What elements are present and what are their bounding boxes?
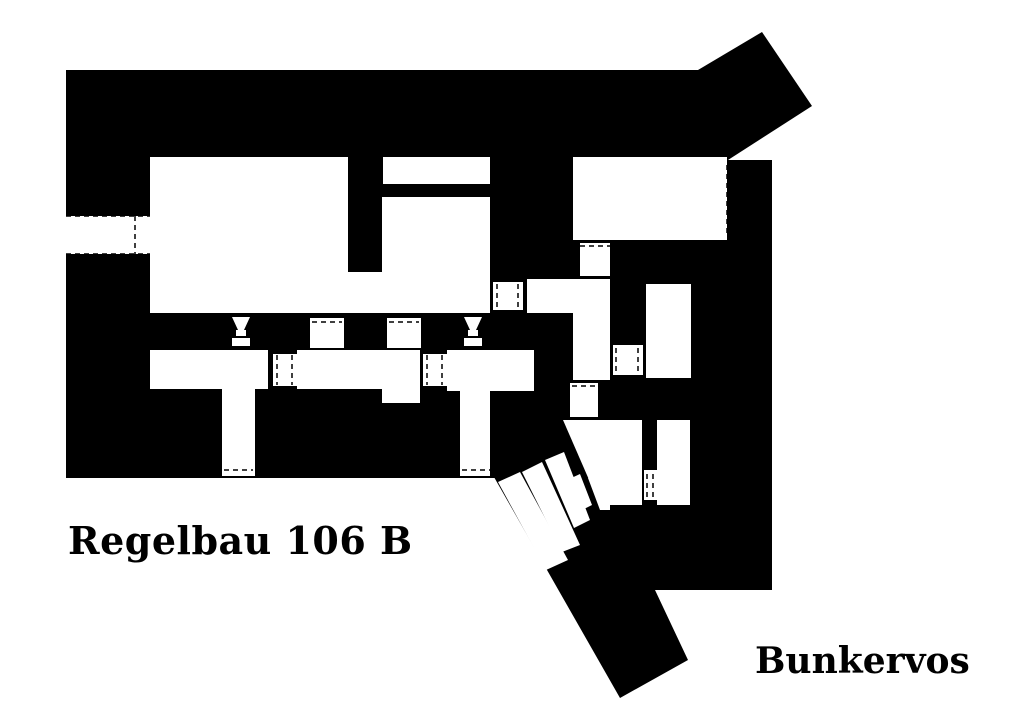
center-lower-room <box>297 350 420 403</box>
passage-3 <box>580 243 610 276</box>
east-lower-room <box>447 350 534 391</box>
entry-room <box>563 420 642 505</box>
upper-small-room <box>383 157 490 184</box>
passage-4 <box>570 383 598 417</box>
vent-fixtures <box>232 317 482 346</box>
plan-credit: Bunkervos <box>755 640 970 682</box>
hall-connector-2 <box>387 318 421 348</box>
rooms <box>66 157 727 570</box>
west-lower-room <box>150 350 268 389</box>
l-shaped-passage <box>527 279 610 380</box>
narrow-room <box>657 420 690 505</box>
stair-step-1 <box>498 472 568 570</box>
door-markings <box>66 165 728 498</box>
plan-title: Regelbau 106 B <box>68 518 413 563</box>
south-east-room <box>646 284 691 378</box>
stair-step-3 <box>545 452 590 528</box>
vent-icon <box>232 317 250 330</box>
hall-connector-1 <box>310 318 344 348</box>
west-corridor <box>222 389 255 476</box>
west-embrasure <box>66 216 150 254</box>
east-corridor <box>460 391 490 476</box>
passage-6 <box>644 470 658 500</box>
stair-step-4 <box>567 474 592 510</box>
main-hall <box>150 157 490 313</box>
north-east-room <box>573 157 727 240</box>
stair-step-2 <box>522 462 580 552</box>
vent-icon <box>464 317 482 330</box>
